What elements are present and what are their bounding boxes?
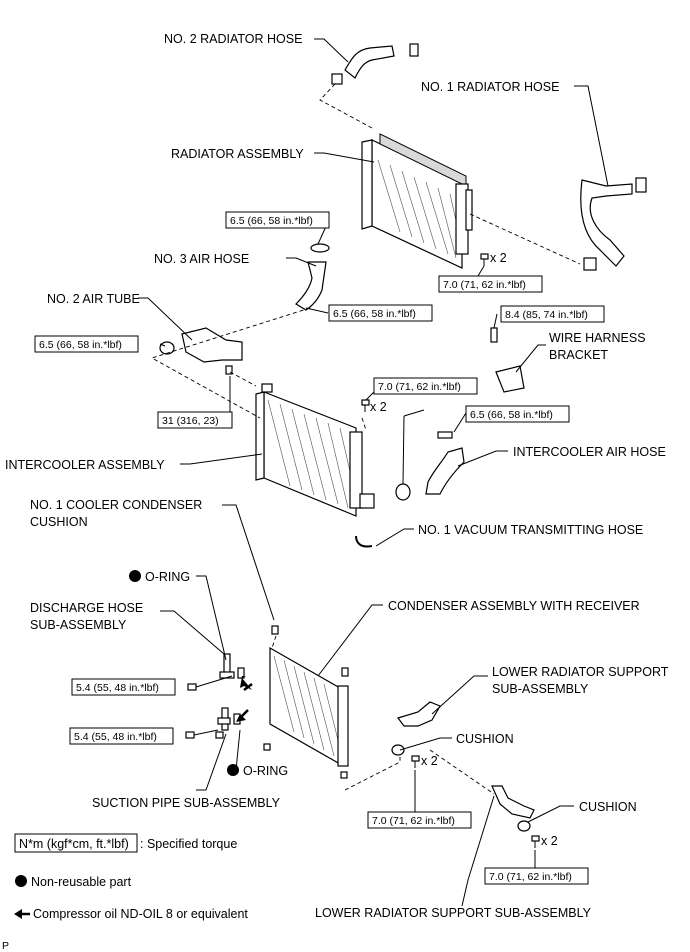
- no2-radiator-hose-part: [331, 43, 419, 85]
- non-reusable-icon: [227, 764, 239, 776]
- torque-value: 7.0 (71, 62 in.*lbf): [443, 279, 526, 291]
- torque-box: 7.0 (71, 62 in.*lbf): [484, 867, 589, 885]
- non-reusable-icon: [15, 875, 27, 887]
- torque-value: 7.0 (71, 62 in.*lbf): [372, 815, 455, 827]
- torque-box: 6.5 (66, 58 in.*lbf): [328, 304, 433, 322]
- label-intercooler-assembly: INTERCOOLER ASSEMBLY: [5, 458, 165, 472]
- label-no1-cooler-condenser: NO. 1 COOLER CONDENSER: [30, 498, 202, 512]
- label-x2: x 2: [541, 834, 558, 848]
- label-bracket: BRACKET: [549, 348, 608, 362]
- torque-box: 6.5 (66, 58 in.*lbf): [465, 405, 570, 423]
- torque-box: 7.0 (71, 62 in.*lbf): [438, 275, 543, 293]
- torque-box: 6.5 (66, 58 in.*lbf): [225, 211, 330, 229]
- label-lower-radiator-support: LOWER RADIATOR SUPPORT: [492, 665, 669, 679]
- label-cushion-top: CUSHION: [30, 515, 88, 529]
- label-x2: x 2: [490, 251, 507, 265]
- legend-torque-unit: N*m (kgf*cm, ft.*lbf): [19, 837, 129, 851]
- label-o-ring-top: O-RING: [145, 570, 190, 584]
- label-no1-radiator-hose: NO. 1 RADIATOR HOSE: [421, 80, 559, 94]
- no2-air-tube-part: [159, 327, 243, 375]
- label-discharge-hose: DISCHARGE HOSE: [30, 601, 143, 615]
- legend: N*m (kgf*cm, ft.*lbf) : Specified torque…: [14, 833, 248, 921]
- torque-value: 8.4 (85, 74 in.*lbf): [505, 309, 588, 321]
- torque-box: 7.0 (71, 62 in.*lbf): [373, 377, 478, 395]
- legend-torque-box: [14, 833, 138, 853]
- label-x2: x 2: [421, 754, 438, 768]
- label-suction-pipe: SUCTION PIPE SUB-ASSEMBLY: [92, 796, 281, 810]
- torque-box: 5.4 (55, 48 in.*lbf): [71, 678, 176, 696]
- corner-code: P: [2, 940, 9, 952]
- torque-box: 5.4 (55, 48 in.*lbf): [69, 727, 174, 745]
- label-condenser-assembly: CONDENSER ASSEMBLY WITH RECEIVER: [388, 599, 640, 613]
- compressor-oil-arrow-icon: [14, 909, 30, 919]
- discharge-hose-part: [219, 653, 235, 679]
- label-lower-support-sub-assembly: SUB-ASSEMBLY: [492, 682, 589, 696]
- wire-harness-bracket-part: [490, 327, 525, 393]
- label-no2-air-tube: NO. 2 AIR TUBE: [47, 292, 140, 306]
- label-no3-air-hose: NO. 3 AIR HOSE: [154, 252, 249, 266]
- label-o-ring-bottom: O-RING: [243, 764, 288, 778]
- torque-value: 6.5 (66, 58 in.*lbf): [230, 215, 313, 227]
- intercooler-air-hose-part: [425, 431, 465, 495]
- vacuum-hose-part: [355, 535, 373, 548]
- torque-value: 6.5 (66, 58 in.*lbf): [39, 339, 122, 351]
- torque-box: 31 (316, 23): [157, 411, 233, 429]
- assembly-dashed-lines: [150, 83, 581, 795]
- non-reusable-icon: [129, 570, 141, 582]
- label-discharge-sub-assembly: SUB-ASSEMBLY: [30, 618, 127, 632]
- condenser-assembly-part: [233, 625, 349, 779]
- torque-box: 7.0 (71, 62 in.*lbf): [367, 811, 472, 829]
- torque-value: 5.4 (55, 48 in.*lbf): [74, 731, 157, 743]
- legend-non-reusable: Non-reusable part: [31, 875, 132, 889]
- suction-pipe-part: [217, 707, 231, 731]
- compressor-oil-arrow-icons: [236, 676, 253, 722]
- torque-value: 31 (316, 23): [162, 415, 219, 427]
- label-intercooler-air-hose: INTERCOOLER AIR HOSE: [513, 445, 666, 459]
- label-x2: x 2: [370, 400, 387, 414]
- intercooler-assembly-part: [255, 383, 411, 517]
- label-no1-vacuum-hose: NO. 1 VACUUM TRANSMITTING HOSE: [418, 523, 643, 537]
- torque-value: 5.4 (55, 48 in.*lbf): [76, 682, 159, 694]
- radiator-assembly-part: [361, 133, 473, 269]
- torque-box: 6.5 (66, 58 in.*lbf): [34, 335, 139, 353]
- label-cushion-1: CUSHION: [456, 732, 514, 746]
- lower-radiator-support-lower-part: [491, 785, 535, 832]
- torque-box: 8.4 (85, 74 in.*lbf): [500, 305, 605, 323]
- label-cushion-2: CUSHION: [579, 800, 637, 814]
- label-radiator-assembly: RADIATOR ASSEMBLY: [171, 147, 304, 161]
- torque-value: 6.5 (66, 58 in.*lbf): [333, 308, 416, 320]
- torque-value: 7.0 (71, 62 in.*lbf): [489, 871, 572, 883]
- no3-air-hose-part: [295, 243, 330, 311]
- leader-lines: [138, 38, 609, 907]
- lower-radiator-support-upper-part: [391, 701, 441, 756]
- label-no2-radiator-hose: NO. 2 RADIATOR HOSE: [164, 32, 302, 46]
- label-lower-radiator-support-bottom: LOWER RADIATOR SUPPORT SUB-ASSEMBLY: [315, 906, 592, 920]
- torque-value: 6.5 (66, 58 in.*lbf): [470, 409, 553, 421]
- legend-torque-desc: : Specified torque: [140, 837, 237, 851]
- label-wire-harness: WIRE HARNESS: [549, 331, 646, 345]
- torque-value: 7.0 (71, 62 in.*lbf): [378, 381, 461, 393]
- no1-radiator-hose-part: [580, 177, 647, 271]
- legend-compressor-oil: Compressor oil ND-OIL 8 or equivalent: [33, 907, 248, 921]
